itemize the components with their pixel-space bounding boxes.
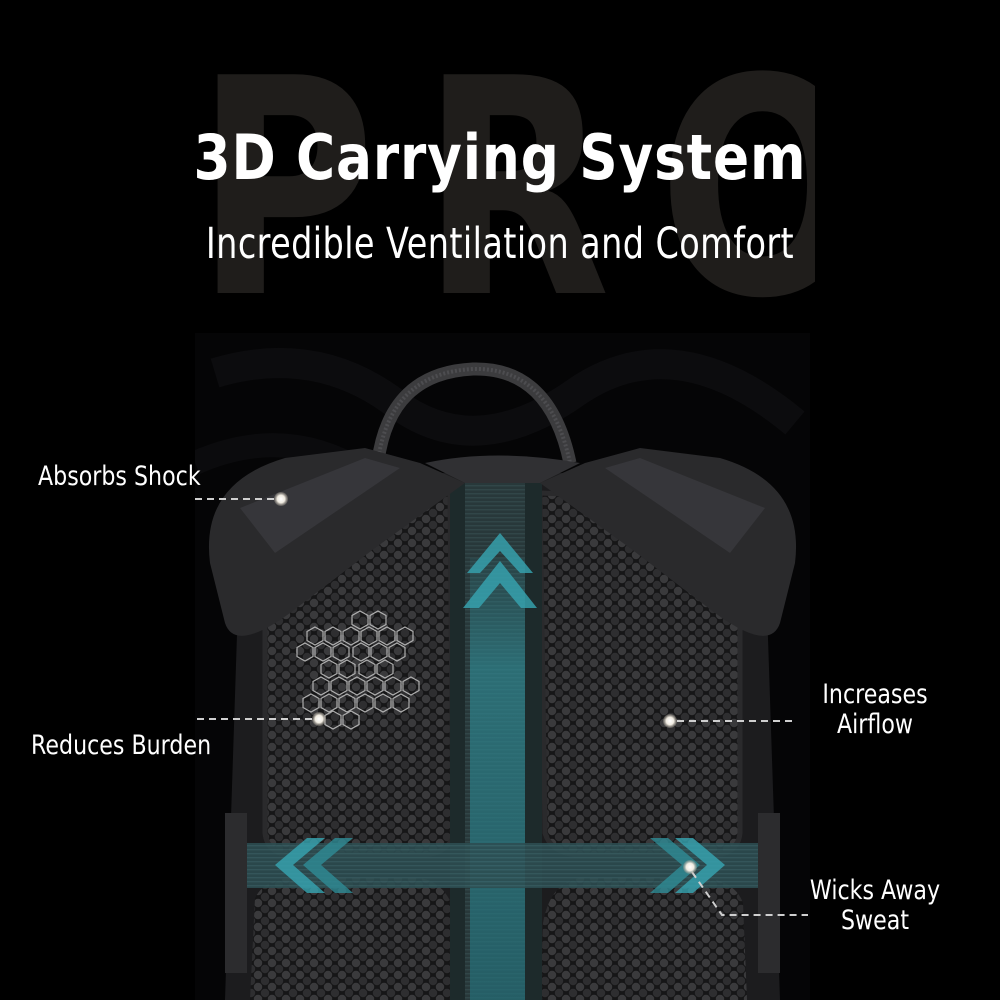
watermark-letter-r: R	[420, 60, 616, 320]
callout-increases-airflow-line2: Airflow	[836, 709, 914, 740]
watermark-letter-p: P	[195, 60, 381, 320]
increases-airflow-marker	[663, 714, 677, 728]
callout-increases-airflow-line1: Increases	[822, 679, 928, 710]
airflow-up-arrow-icon	[463, 533, 537, 608]
absorbs-shock-marker	[274, 492, 288, 506]
wicks-away-sweat-line	[691, 871, 808, 916]
callout-absorbs-shock: Absorbs Shock	[38, 461, 201, 492]
page-subtitle: Incredible Ventilation and Comfort	[205, 219, 795, 269]
backpack-product-image	[195, 333, 810, 1000]
watermark-letter-o: O	[658, 60, 815, 320]
callout-wicks-away-sweat: Wicks Away Sweat	[801, 876, 949, 936]
callout-wicks-away-sweat-line2: Sweat	[840, 905, 910, 936]
callout-reduces-burden: Reduces Burden	[31, 730, 212, 761]
airflow-left-arrow-icon	[275, 838, 353, 893]
page-title: 3D Carrying System	[193, 121, 807, 194]
callout-increases-airflow: Increases Airflow	[805, 680, 944, 740]
wicks-away-sweat-marker	[683, 860, 697, 874]
pro-watermark: P R O	[195, 60, 815, 320]
reduces-burden-marker	[312, 712, 326, 726]
hexagon-cluster-icon	[296, 610, 420, 730]
callout-wicks-away-sweat-line1: Wicks Away	[809, 875, 941, 906]
